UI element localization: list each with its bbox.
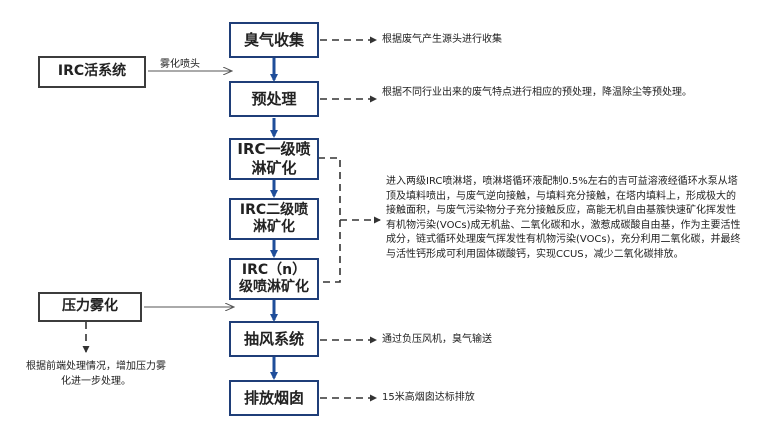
note-fan: 通过负压风机，臭气输送	[382, 334, 492, 345]
step-pretreat: 预处理	[229, 81, 319, 117]
note-collect: 根据废气产生源头进行收集	[382, 34, 502, 45]
note-spray: 进入两级IRC喷淋塔，喷淋塔循环液配制0.5%左右的吉可益溶液经循环水泵从塔顶及…	[386, 176, 741, 260]
note-pretreat: 根据不同行业出来的废气特点进行相应的预处理，降温除尘等预处理。	[382, 87, 692, 98]
irc-system-box: IRC活系统	[38, 56, 146, 88]
step-fan: 抽风系统	[229, 321, 319, 357]
step-collect: 臭气收集	[229, 22, 319, 58]
note-chimney: 15米高烟囱达标排放	[382, 392, 475, 403]
pressure-note: 根据前端处理情况，增加压力雾化进一步处理。	[26, 361, 166, 387]
side-feed-arrows	[144, 71, 234, 307]
step-spray-n: IRC（n）级喷淋矿化	[229, 258, 319, 300]
mist-nozzle-label: 雾化喷头	[160, 59, 200, 70]
pressure-atomization-box: 压力雾化	[38, 292, 142, 322]
step-chimney: 排放烟囱	[229, 380, 319, 416]
step-spray-2: IRC二级喷淋矿化	[229, 198, 319, 240]
note-arrows	[82, 36, 381, 402]
step-spray-1: IRC一级喷淋矿化	[229, 138, 319, 180]
